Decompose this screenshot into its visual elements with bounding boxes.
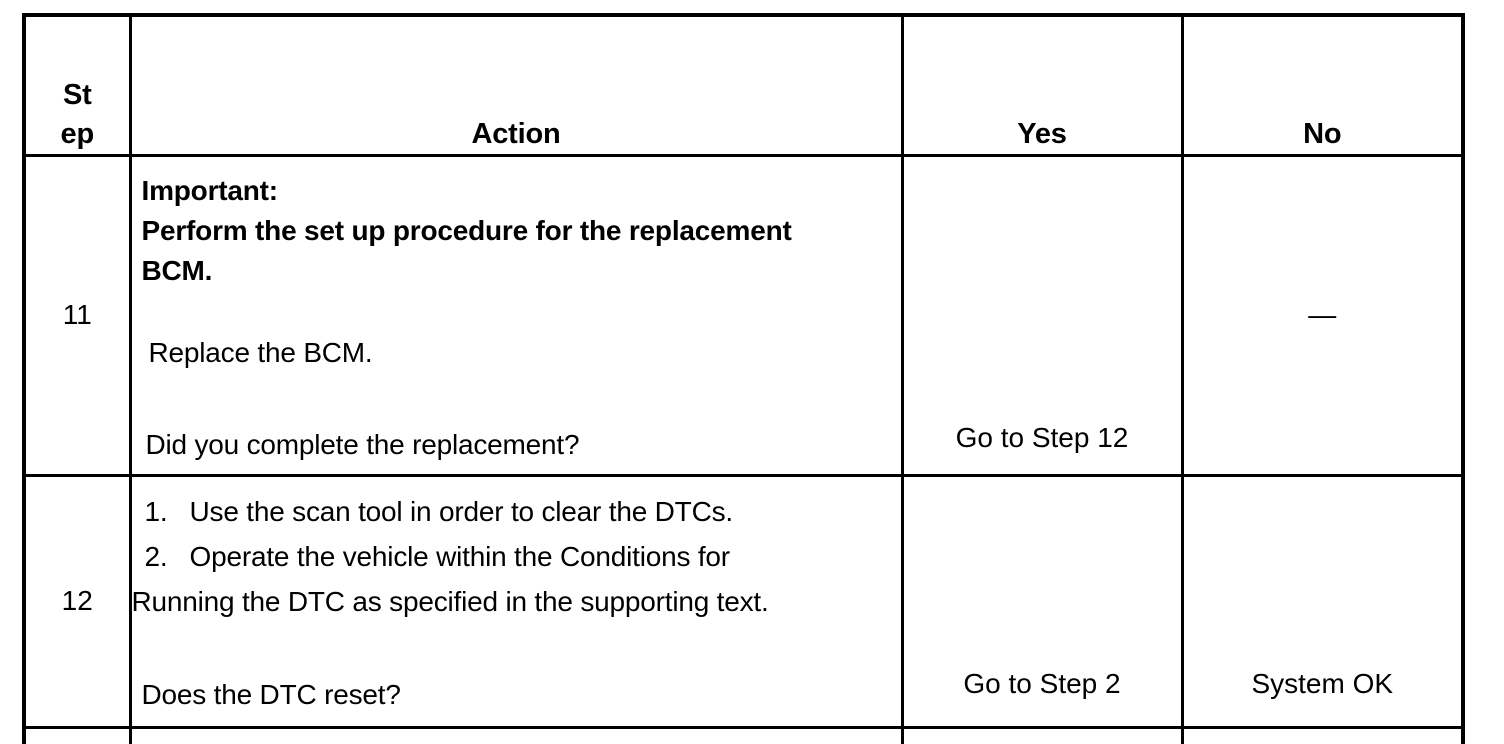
header-step: St ep	[22, 13, 132, 157]
list-item: 1. Use the scan tool in order to clear th…	[144, 489, 900, 534]
header-step-line2: ep	[60, 117, 95, 150]
list-marker: 2.	[144, 540, 168, 572]
step-number-12: 12	[22, 473, 132, 729]
list-item: 2. Operate the vehicle within the Conditi…	[144, 534, 900, 579]
empty-cell	[900, 725, 1184, 744]
yes-answer-12: Go to Step 2	[900, 473, 1184, 729]
important-text-line: Perform the set up procedure for the rep…	[141, 214, 792, 246]
action-cell-12: 1. Use the scan tool in order to clear th…	[128, 473, 904, 729]
header-step-line1: St	[62, 78, 92, 111]
action-cell-11: Important: Perform the set up procedure …	[128, 153, 904, 477]
header-yes: Yes	[900, 13, 1184, 157]
list-item-text: Use the scan tool in order to clear the …	[189, 495, 734, 527]
table-row-step-11: 11 Important: Perform the set up procedu…	[22, 153, 1465, 477]
header-action: Action	[128, 13, 904, 157]
numbered-list: 1. Use the scan tool in order to clear th…	[131, 489, 900, 624]
empty-cell	[128, 725, 904, 744]
diagnostic-table: St ep Action Yes No 11 Important: Perfor…	[22, 13, 1465, 744]
empty-cell	[1180, 725, 1465, 744]
important-block: Important: Perform the set up procedure …	[141, 171, 900, 291]
no-answer-11-dash: —	[1180, 153, 1465, 477]
question-text: Did you complete the replacement?	[145, 428, 580, 460]
table-row-step-12: 12 1. Use the scan tool in order to clear…	[22, 473, 1465, 729]
step-number-11: 11	[22, 153, 132, 477]
continuation-text: Running the DTC as specified in the supp…	[131, 585, 769, 617]
list-marker: 1.	[144, 495, 168, 527]
list-item-text: Operate the vehicle within the Condition…	[189, 540, 731, 572]
header-row: St ep Action Yes No	[22, 13, 1465, 157]
instruction-text: Replace the BCM.	[148, 336, 373, 368]
important-label: Important:	[141, 174, 279, 206]
partial-cutoff-row	[22, 725, 1465, 744]
important-text-line: BCM.	[141, 254, 213, 286]
question-text: Does the DTC reset?	[141, 678, 401, 710]
yes-answer-11: Go to Step 12	[900, 153, 1184, 477]
header-no: No	[1180, 13, 1465, 157]
no-answer-12: System OK	[1180, 473, 1465, 729]
empty-cell	[22, 725, 132, 744]
